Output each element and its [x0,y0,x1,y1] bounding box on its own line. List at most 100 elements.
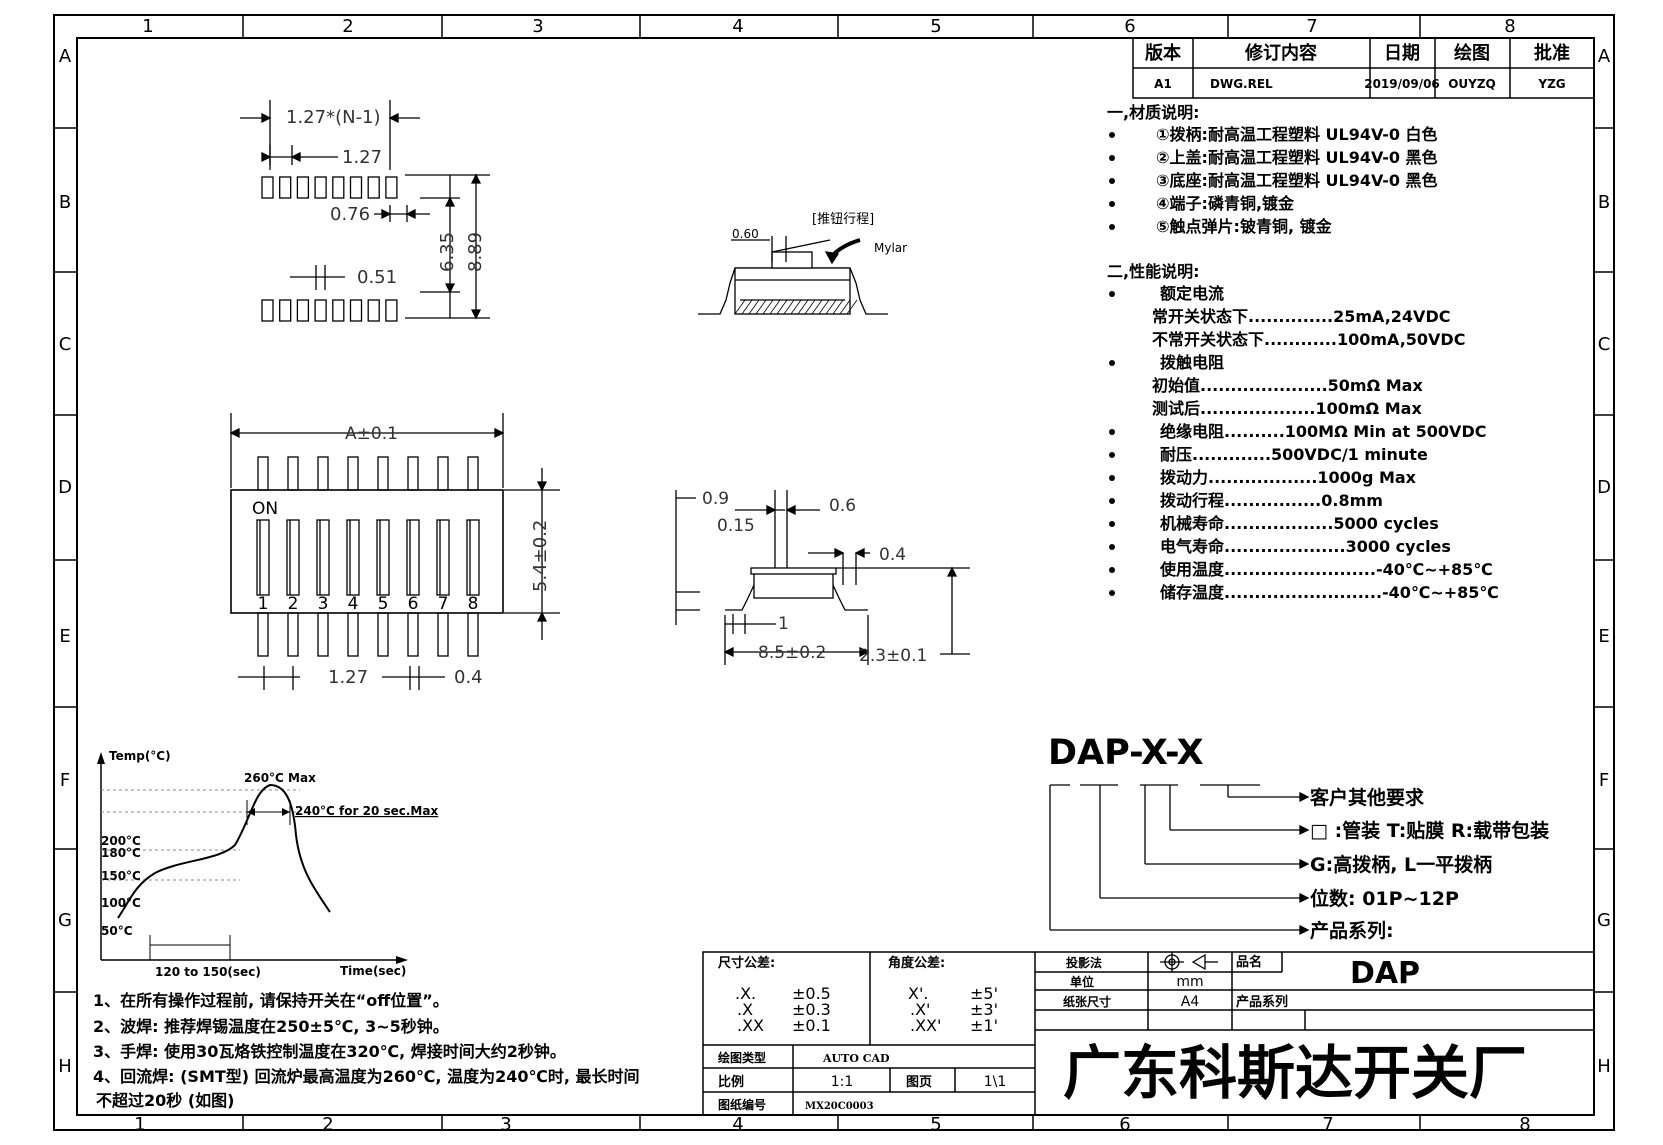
solder-pad [261,176,274,199]
legend-item: 产品系列: [1310,919,1394,942]
series-label: 产品系列 [1236,994,1288,1010]
tol-dim-key: .X [737,1000,753,1019]
legend-item: 客户其他要求 [1310,786,1425,809]
solder-pad [385,299,398,322]
software-value: AUTO CAD [822,1052,890,1065]
title-block [702,951,1595,1116]
frame-col-label: 2 [322,1114,333,1135]
switch-number: 1 [258,594,269,614]
switch-lead [347,456,359,491]
solder-pad [314,299,327,322]
reflow-hold: 240°C for 20 sec.Max [295,804,438,818]
dim-top-pitch: 1.27 [328,667,368,688]
frame-row-label: H [1597,1056,1611,1077]
switch-lead [287,612,299,657]
switch-lead [407,456,419,491]
dim-gap: 0.76 [330,204,370,225]
projection-symbol [1160,952,1218,972]
reflow-y-title: Temp(°C) [109,749,171,763]
dim-side-e: 1 [778,614,789,634]
switch-slot [316,519,330,596]
tol-ang-value: ±5' [970,984,998,1003]
dim-side-height: 2.3±0.1 [859,646,927,666]
materials-title: 一,材质说明: [1107,103,1199,122]
frame-row-label: E [59,626,70,647]
unit-label: 单位 [1070,974,1094,989]
section-view [698,236,888,315]
performance-line: 常开关状态下..............25mA,24VDC [1152,307,1450,326]
unit-value: mm [1176,974,1203,990]
material-item: ③底座:耐高温工程塑料 UL94V-0 黑色 [1156,171,1438,190]
frame-col-label: 1 [142,16,153,37]
switch-lead [257,612,269,657]
frame-col-label: 7 [1306,16,1317,37]
section-dim: 0.60 [732,227,759,241]
switch-number: 5 [378,594,389,614]
note-line: 4、回流焊: (SMT型) 回流炉最高温度为260℃, 温度为240℃时, 最长… [93,1067,640,1086]
reflow-x-title: Time(sec) [340,964,406,978]
pad-layout-labels: 1.27*(N-1) 1.27 0.76 0.51 6.35 8.89 [286,107,486,288]
rev-approved: YZG [1537,77,1565,91]
materials-section: 一,材质说明: ①拨柄:耐高温工程塑料 UL94V-0 白色 ②上盖:耐高温工程… [1107,103,1438,236]
mylar-label: Mylar [874,241,907,255]
legend-item: G:高拨柄, L一平拨柄 [1310,853,1492,876]
frame-row-label: C [1598,334,1611,355]
reflow-tick: 180°C [101,846,141,860]
solder-pad [296,176,310,199]
legend-item: 位数: 01P~12P [1310,887,1459,910]
frame-row-label: D [58,477,72,498]
frame-col-label: 6 [1124,16,1135,37]
frame-col-label: 7 [1322,1114,1333,1135]
revision-table [1132,37,1595,99]
frame-row-label: H [58,1056,72,1077]
rev-header-version: 版本 [1145,42,1181,64]
tol-dim-value: ±0.1 [792,1016,831,1035]
rev-date: 2019/09/06 [1364,77,1440,91]
side-view [675,490,970,665]
reflow-tick: 100°C [101,896,141,910]
dim-pitch-total: 1.27*(N-1) [286,107,381,128]
performance-line: 使用温度.........................-40℃~+85℃ [1159,560,1493,579]
solder-pad [349,176,363,199]
frame-row-label: D [1597,477,1611,498]
material-item: ②上盖:耐高温工程塑料 UL94V-0 黑色 [1156,148,1438,167]
rev-version: A1 [1154,77,1172,91]
drawing-no-label: 图纸编号 [718,1097,766,1112]
solder-pad [385,176,398,199]
frame-col-label: 4 [732,1114,743,1135]
switch-slot [286,519,300,596]
software-label: 绘图类型 [718,1050,766,1065]
legend-item: □ :管装 T:贴膜 R:载带包装 [1310,819,1549,842]
solder-pad [261,299,274,322]
performance-line: 耐压.............500VDC/1 minute [1160,445,1428,464]
reflow-tick: 50°C [101,924,133,938]
dim-side-a: 0.9 [702,489,729,509]
performance-line: 拨动力..................1000g Max [1160,468,1417,487]
frame-row-label: A [1598,46,1611,67]
dim-side-b: 0.15 [717,516,755,536]
side-view-labels: 0.9 0.15 0.6 0.4 1 8.5±0.2 2.3±0.1 [702,489,927,666]
reflow-labels: Temp(°C) Time(sec) 260°C Max 240°C for 2… [101,749,438,979]
scale-label: 比例 [718,1074,744,1090]
dim-height: 5.4±0.2 [530,520,551,592]
frame-col-label: 1 [134,1114,145,1135]
tol-dim-value: ±0.5 [792,984,831,1003]
switch-lead [347,612,359,657]
dim-pad-width: 0.51 [357,267,397,288]
projection-label: 投影法 [1066,955,1102,970]
switch-number: 8 [468,594,479,614]
frame-col-label: 8 [1504,16,1515,37]
switch-lead [317,456,329,491]
switch-number: 3 [318,594,329,614]
reflow-peak: 260°C Max [244,771,316,785]
rev-header-drawn: 绘图 [1454,42,1490,64]
note-line: 3、手焊: 使用30瓦烙铁控制温度在320℃, 焊接时间大约2秒钟。 [93,1042,566,1061]
frame-row-label: F [1599,770,1609,791]
page-label: 图页 [906,1075,932,1090]
paper-label: 纸张尺寸 [1063,994,1111,1009]
rev-header-approved: 批准 [1534,42,1570,64]
switch-lead [317,612,329,657]
revision-headers: 版本 修订内容 日期 绘图 批准 [1145,42,1570,64]
